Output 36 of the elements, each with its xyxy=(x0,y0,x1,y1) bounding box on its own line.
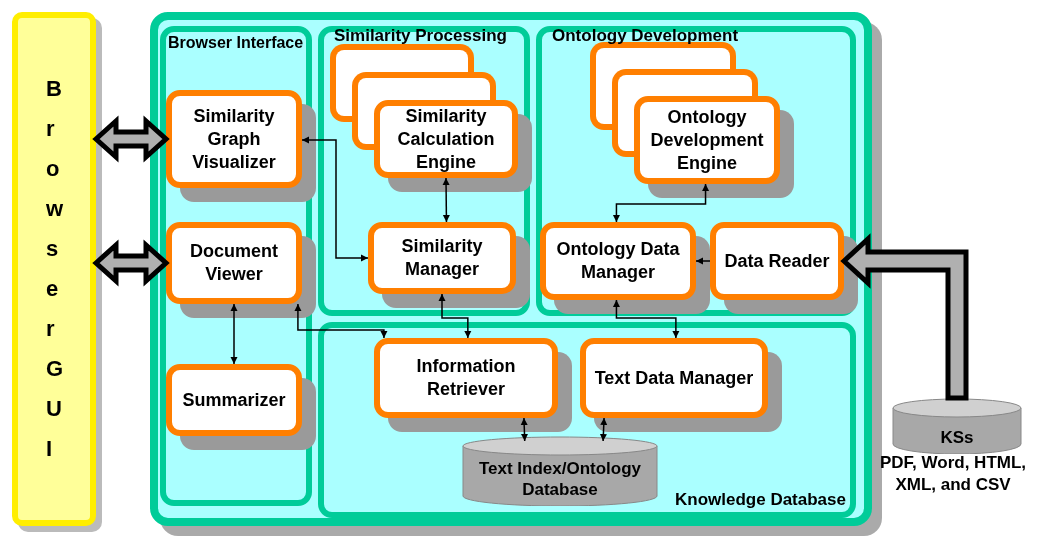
connector-arrow xyxy=(612,183,710,223)
block-arrow xyxy=(840,233,969,401)
database-label: Text Index/Ontology Database xyxy=(477,458,643,501)
connector-arrow xyxy=(294,303,388,339)
database-label: KSs xyxy=(940,427,974,449)
connector-arrow xyxy=(599,417,608,442)
connector-arrow xyxy=(301,136,369,262)
component-label: Summarizer xyxy=(182,388,286,412)
database-cylinder xyxy=(892,398,1022,454)
connector-arrow xyxy=(520,417,528,442)
database-cylinder xyxy=(462,436,658,506)
bar-label: Browser GUI xyxy=(46,75,62,463)
connector-arrow xyxy=(230,303,238,365)
component-label: Data Reader xyxy=(724,249,830,273)
module-panel xyxy=(318,322,856,518)
component-label: Similarity Graph Visualizer xyxy=(191,104,277,174)
block-arrow xyxy=(92,115,170,163)
connector-arrow xyxy=(438,293,472,339)
panel-title: Browser Interface xyxy=(168,34,304,52)
module-panel xyxy=(318,26,530,316)
component-label: Similarity Manager xyxy=(400,235,484,281)
connector-arrow xyxy=(442,177,450,223)
panel-title: Similarity Processing xyxy=(334,26,507,46)
format-caption: PDF, Word, HTML, XML, and CSV xyxy=(878,452,1028,496)
component-label: Similarity Calculation Engine xyxy=(396,104,496,174)
block-arrow xyxy=(92,239,170,287)
connector-arrow xyxy=(695,257,711,265)
component-label: Ontology Development Engine xyxy=(649,105,765,175)
module-panel xyxy=(536,26,856,316)
panel-title: Knowledge Database xyxy=(675,490,846,510)
component-label: Document Viewer xyxy=(189,240,279,286)
panel-title: Ontology Development xyxy=(552,26,739,46)
component-label: Text Data Manager xyxy=(594,366,754,390)
component-label: Information Retriever xyxy=(415,355,517,401)
connector-arrow xyxy=(612,299,680,339)
component-label: Ontology Data Manager xyxy=(555,238,681,284)
